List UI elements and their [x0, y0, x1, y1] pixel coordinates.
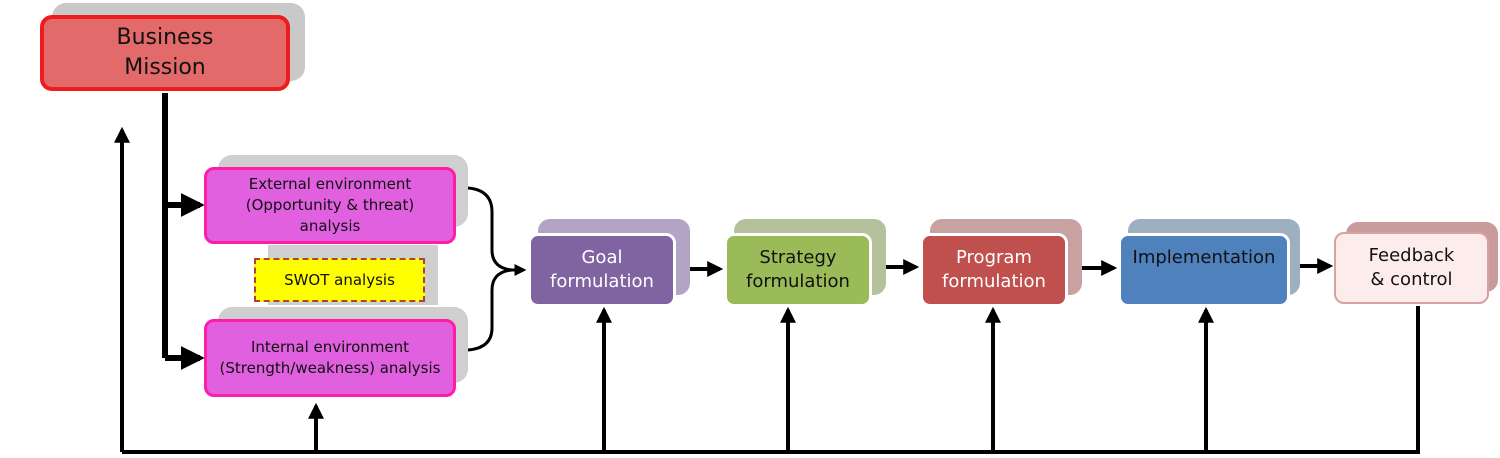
internal-environment-box: Internal environment (Strength/weakness)…	[204, 319, 456, 397]
brace	[467, 186, 513, 352]
business-mission-box: Business Mission	[40, 15, 290, 91]
business-mission-label: Business Mission	[116, 25, 214, 80]
external-environment-label: External environment (Opportunity & thre…	[245, 175, 415, 235]
goal-formulation-label: Goal formulation	[550, 247, 654, 292]
goal-formulation-box: Goal formulation	[528, 233, 676, 307]
implementation-box: Implementation	[1118, 233, 1290, 307]
internal-environment-label: Internal environment (Strength/weakness)…	[219, 338, 441, 377]
strategy-formulation-label: Strategy formulation	[746, 247, 850, 292]
strategy-formulation-box: Strategy formulation	[724, 233, 872, 307]
implementation-label: Implementation	[1132, 247, 1276, 268]
feedback-loop-line	[122, 306, 1420, 454]
program-formulation-box: Program formulation	[920, 233, 1068, 307]
feedback-control-box: Feedback & control	[1334, 232, 1489, 304]
swot-analysis-box: SWOT analysis	[254, 258, 425, 302]
program-formulation-label: Program formulation	[942, 247, 1046, 292]
external-environment-box: External environment (Opportunity & thre…	[204, 167, 456, 244]
feedback-control-label: Feedback & control	[1368, 245, 1455, 290]
swot-analysis-label: SWOT analysis	[284, 271, 395, 289]
